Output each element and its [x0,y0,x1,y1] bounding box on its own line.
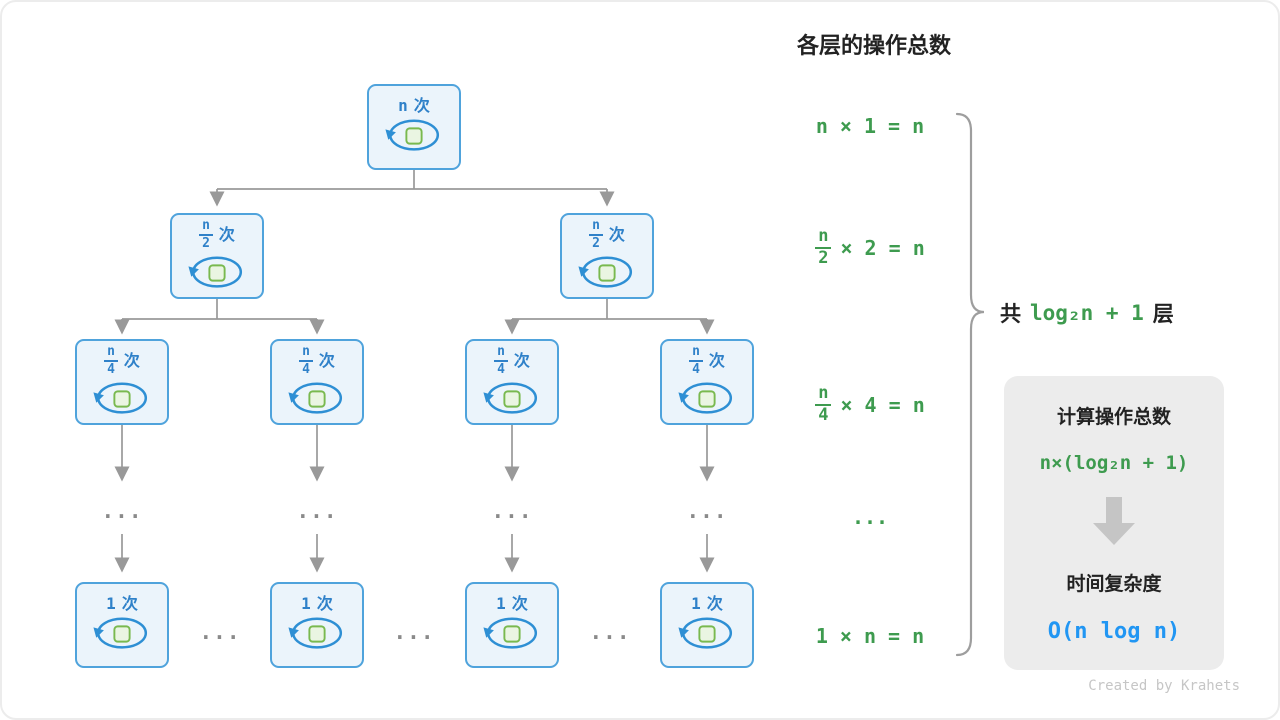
brace [955,112,985,657]
layer-count-prefix: 共 [1000,302,1021,326]
node-suffix: 次 [511,594,528,613]
credit-text: Created by Krahets [1088,678,1240,694]
node-value: n [398,96,408,115]
node-suffix: 次 [608,225,625,244]
down-arrow-icon [1093,496,1135,545]
fraction-numerator: n [589,219,603,236]
node-suffix: 次 [513,351,530,370]
loop-icon [678,617,733,649]
fraction-numerator: n [494,345,508,362]
node-value: 1 [301,594,311,613]
ellipsis: ... [393,620,435,644]
node-value: 1 [106,594,116,613]
node-suffix: 次 [413,96,430,115]
equation-text: n × 1 = n [815,114,925,138]
node-value: 1 [496,594,506,613]
fraction-denominator: 4 [497,362,505,377]
loop-icon [288,617,343,649]
summary-result: O(n log n) [1047,619,1181,644]
summary-panel: 计算操作总数 n×(log₂n + 1) 时间复杂度 O(n log n) [1004,376,1224,670]
equation-text: × 4 = n [840,392,925,417]
ellipsis: ... [199,620,241,644]
node-suffix: 次 [218,225,235,244]
node-value: 1 [691,594,701,613]
layer-count-formula: log₂n + 1 [1030,301,1144,325]
fraction-denominator: 4 [302,362,310,377]
equation-row: 1 × n = n [780,624,960,648]
ellipsis: ... [296,499,338,523]
fraction-denominator: 2 [202,236,210,251]
fraction-denominator: 2 [818,247,829,268]
node-suffix: 次 [123,351,140,370]
fraction-numerator: n [199,219,213,236]
ellipsis: ... [491,499,533,523]
fraction-numerator: n [815,384,832,406]
summary-result-title: 时间复杂度 [1066,573,1162,596]
equation-row: ... [780,505,960,529]
loop-icon [483,382,538,414]
fraction-denominator: 4 [692,362,700,377]
fraction-numerator: n [104,345,118,362]
loop-icon [678,382,733,414]
loop-icon [483,617,538,649]
ellipsis: ... [589,620,631,644]
page-title: 各层的操作总数 [796,34,951,59]
loop-icon [188,256,243,288]
ellipsis: ... [686,499,728,523]
loop-icon [93,617,148,649]
summary-title: 计算操作总数 [1056,406,1171,428]
fraction-numerator: n [689,345,703,362]
equation-row: n × 1 = n [780,114,960,138]
equation-text: ... [851,505,889,529]
node-suffix: 次 [121,594,138,613]
ellipsis: ... [101,499,143,523]
layer-count-label: 共 log₂n + 1 层 [1000,296,1174,330]
loop-icon [385,119,440,151]
node-suffix: 次 [708,351,725,370]
node-suffix: 次 [316,594,333,613]
fraction-denominator: 4 [107,362,115,377]
node-suffix: 次 [706,594,723,613]
summary-formula: n×(log₂n + 1) [1039,451,1189,474]
fraction-denominator: 4 [818,404,829,425]
node-suffix: 次 [318,351,335,370]
fraction-denominator: 2 [592,236,600,251]
layer-count-suffix: 层 [1152,302,1174,326]
fraction-numerator: n [815,227,832,249]
equation-text: 1 × n = n [815,624,925,648]
loop-icon [288,382,343,414]
loop-icon [578,256,633,288]
equation-text: × 2 = n [840,235,925,260]
loop-icon [93,382,148,414]
fraction-numerator: n [299,345,313,362]
